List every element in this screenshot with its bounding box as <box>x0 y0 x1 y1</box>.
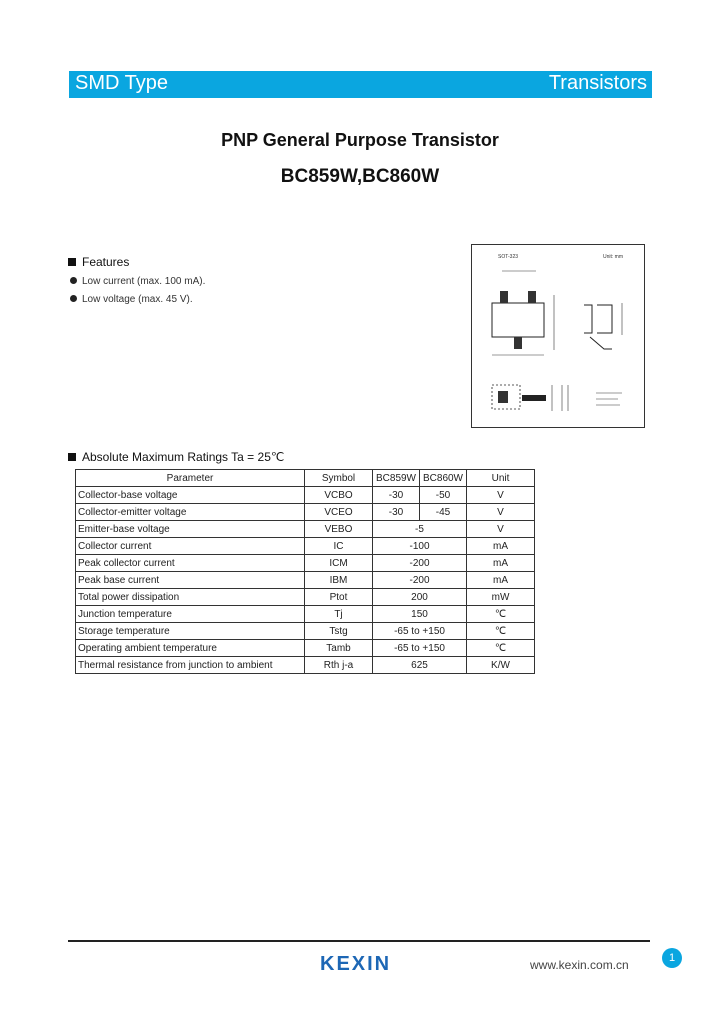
symbol-cell: ICM <box>304 554 373 572</box>
value-cell: -50 <box>419 486 467 504</box>
unit-cell: K/W <box>466 656 535 674</box>
value-cell: 200 <box>372 588 467 606</box>
table-row: Emitter-base voltage VEBO -5 V <box>75 520 535 538</box>
param-cell: Collector current <box>75 537 305 555</box>
symbol-cell: VCEO <box>304 503 373 521</box>
value-cell: -30 <box>372 486 420 504</box>
unit-cell: mA <box>466 537 535 555</box>
document-title: PNP General Purpose Transistor <box>221 130 499 150</box>
kexin-logo: KEXIN <box>320 953 392 975</box>
table-row: Storage temperature Tstg -65 to +150 ℃ <box>75 622 535 640</box>
symbol-cell: IBM <box>304 571 373 589</box>
symbol-cell: Rth j-a <box>304 656 373 674</box>
param-cell: Peak base current <box>75 571 305 589</box>
col-header-bc859w: BC859W <box>372 469 420 487</box>
page-number: 1 <box>662 948 682 968</box>
table-row: Collector current IC -100 mA <box>75 537 535 555</box>
package-outline-drawing: SOT-323 Unit: mm <box>471 244 645 428</box>
value-cell: -45 <box>419 503 467 521</box>
table-row: Peak base current IBM -200 mA <box>75 571 535 589</box>
footer-divider <box>68 940 650 942</box>
symbol-cell: Tstg <box>304 622 373 640</box>
value-cell: -30 <box>372 503 420 521</box>
table-row: Junction temperature Tj 150 ℃ <box>75 605 535 623</box>
param-cell: Collector-emitter voltage <box>75 503 305 521</box>
table-row: Collector-base voltage VCBO -30 -50 V <box>75 486 535 504</box>
unit-cell: mA <box>466 571 535 589</box>
feature-item: Low current (max. 100 mA). <box>70 276 205 287</box>
value-cell: 150 <box>372 605 467 623</box>
feature-item: Low voltage (max. 45 V). <box>70 294 193 305</box>
param-cell: Total power dissipation <box>75 588 305 606</box>
col-header-unit: Unit <box>466 469 535 487</box>
unit-cell: ℃ <box>466 639 535 657</box>
unit-cell: mW <box>466 588 535 606</box>
value-cell: -65 to +150 <box>372 622 467 640</box>
table-row: Operating ambient temperature Tamb -65 t… <box>75 639 535 657</box>
value-cell: -200 <box>372 554 467 572</box>
website-url: www.kexin.com.cn <box>530 958 629 972</box>
unit-cell: V <box>466 503 535 521</box>
param-cell: Peak collector current <box>75 554 305 572</box>
symbol-cell: Ptot <box>304 588 373 606</box>
package-name: SOT-323 <box>498 254 518 260</box>
param-cell: Storage temperature <box>75 622 305 640</box>
value-cell: 625 <box>372 656 467 674</box>
value-cell: -65 to +150 <box>372 639 467 657</box>
symbol-cell: VCBO <box>304 486 373 504</box>
symbol-cell: Tj <box>304 605 373 623</box>
features-heading: Features <box>68 255 129 269</box>
header-product-type: Transistors <box>548 72 647 94</box>
col-header-symbol: Symbol <box>304 469 373 487</box>
part-numbers: BC859W,BC860W <box>280 166 440 187</box>
table-row: Thermal resistance from junction to ambi… <box>75 656 535 674</box>
col-header-parameter: Parameter <box>75 469 305 487</box>
value-cell: -100 <box>372 537 467 555</box>
bullet-square-icon <box>68 258 76 266</box>
unit-cell: V <box>466 486 535 504</box>
param-cell: Junction temperature <box>75 605 305 623</box>
symbol-cell: IC <box>304 537 373 555</box>
param-cell: Operating ambient temperature <box>75 639 305 657</box>
absolute-maximum-ratings-table: Parameter Symbol BC859W BC860W Unit Coll… <box>75 469 535 674</box>
param-cell: Emitter-base voltage <box>75 520 305 538</box>
param-cell: Collector-base voltage <box>75 486 305 504</box>
table-row: Peak collector current ICM -200 mA <box>75 554 535 572</box>
value-cell: -200 <box>372 571 467 589</box>
bullet-square-icon <box>68 453 76 461</box>
bullet-dot-icon <box>70 295 77 302</box>
unit-cell: V <box>466 520 535 538</box>
unit-cell: ℃ <box>466 622 535 640</box>
bullet-dot-icon <box>70 277 77 284</box>
col-header-bc860w: BC860W <box>419 469 467 487</box>
symbol-cell: Tamb <box>304 639 373 657</box>
param-cell: Thermal resistance from junction to ambi… <box>75 656 305 674</box>
package-unit: Unit: mm <box>603 254 623 260</box>
symbol-cell: VEBO <box>304 520 373 538</box>
value-cell: -5 <box>372 520 467 538</box>
header-bar: SMD Type Transistors <box>69 71 652 98</box>
header-category: SMD Type <box>75 72 168 94</box>
unit-cell: mA <box>466 554 535 572</box>
unit-cell: ℃ <box>466 605 535 623</box>
table-row: Collector-emitter voltage VCEO -30 -45 V <box>75 503 535 521</box>
ratings-heading: Absolute Maximum Ratings Ta = 25℃ <box>68 450 284 464</box>
table-row: Total power dissipation Ptot 200 mW <box>75 588 535 606</box>
table-header-row: Parameter Symbol BC859W BC860W Unit <box>75 469 535 487</box>
